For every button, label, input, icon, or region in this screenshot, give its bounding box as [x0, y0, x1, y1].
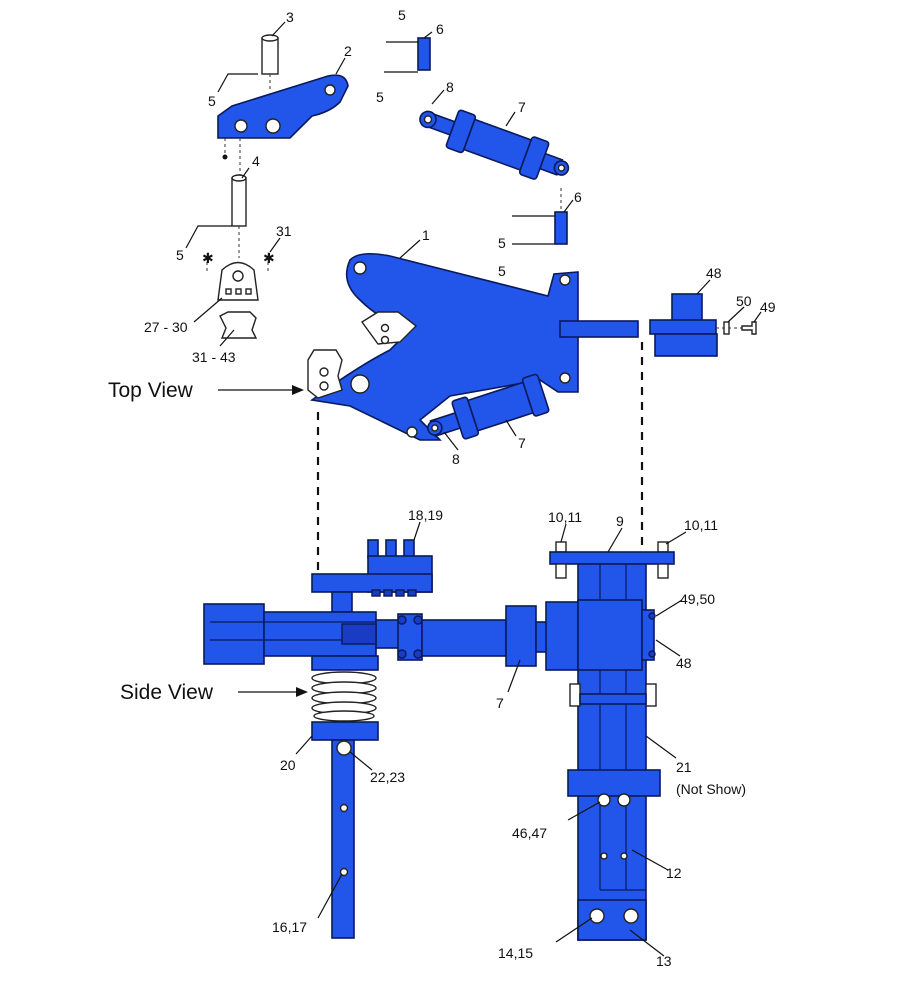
callout-46-47: 46,47: [512, 825, 547, 841]
callout-12: 12: [666, 865, 682, 881]
callout-4: 4: [252, 153, 260, 169]
part-48-motor-block: [649, 293, 744, 357]
part-1-main-arm: [307, 252, 579, 441]
callout-8: 8: [446, 79, 454, 95]
callout-6: 6: [574, 189, 582, 205]
callout-5: 5: [208, 93, 216, 109]
part-50-washer: [723, 321, 730, 335]
part-4-pin: [231, 174, 247, 258]
callout-31: 31: [276, 223, 292, 239]
part-31-43-jaw: [219, 311, 258, 339]
callout-8: 8: [452, 451, 460, 467]
callout-14-15: 14,15: [498, 945, 533, 961]
callout-48: 48: [676, 655, 692, 671]
shaft: [559, 320, 639, 338]
callout-5: 5: [176, 247, 184, 263]
svg-text:✱: ✱: [202, 250, 214, 266]
callout-13: 13: [656, 953, 672, 969]
callout-1: 1: [422, 227, 430, 243]
callout-20: 20: [280, 757, 296, 773]
callout-5: 5: [498, 235, 506, 251]
callout-10-11: 10,11: [684, 517, 718, 533]
svg-text:✱: ✱: [263, 250, 275, 266]
side-view-label: Side View: [120, 681, 214, 704]
callout-31-43: 31 - 43: [192, 349, 236, 365]
part-7-side-cylinder: [397, 601, 583, 671]
callout-5: 5: [398, 7, 406, 23]
part-6-spacer-upper: [384, 37, 431, 73]
part-16-17-rod: [331, 739, 355, 939]
callout-16-17: 16,17: [272, 919, 307, 935]
callout-2: 2: [344, 43, 352, 59]
callout-21: 21: [676, 759, 692, 775]
part-49-bolt: [741, 321, 757, 335]
callout-27-30: 27 - 30: [144, 319, 188, 335]
callout-50: 50: [736, 293, 752, 309]
part-12-column: [567, 563, 661, 941]
top-view-label: Top View: [108, 379, 194, 402]
callout-10-11: 10,11: [548, 509, 582, 525]
part-27-30-bracket: ✱ ✱: [202, 250, 275, 301]
callout-49: 49: [760, 299, 776, 315]
part-6-spacer-lower: [512, 188, 568, 245]
callout-18-19: 18,19: [408, 507, 443, 523]
callout-22-23: 22,23: [370, 769, 405, 785]
part-3-pin: [261, 34, 279, 92]
callout-49-50: 49,50: [680, 591, 715, 607]
part-18-19-clamp-block: [311, 539, 433, 597]
callout-6: 6: [436, 21, 444, 37]
callout-7: 7: [496, 695, 504, 711]
part-20-spring-base: [311, 721, 379, 741]
callout-5: 5: [376, 89, 384, 105]
part-7-cylinder-upper: [419, 109, 570, 180]
callout-9: 9: [616, 513, 624, 529]
callout-7: 7: [518, 435, 526, 451]
callout-5: 5: [498, 263, 506, 279]
spring: [311, 655, 379, 722]
callout-48: 48: [706, 265, 722, 281]
callout-21-note: (Not Show): [676, 781, 746, 797]
side-cylinder-left: [203, 603, 407, 665]
callout-3: 3: [286, 9, 294, 25]
callout-7: 7: [518, 99, 526, 115]
part-7-cylinder-lower: [427, 373, 550, 440]
part-2-link-plate: [217, 74, 349, 178]
